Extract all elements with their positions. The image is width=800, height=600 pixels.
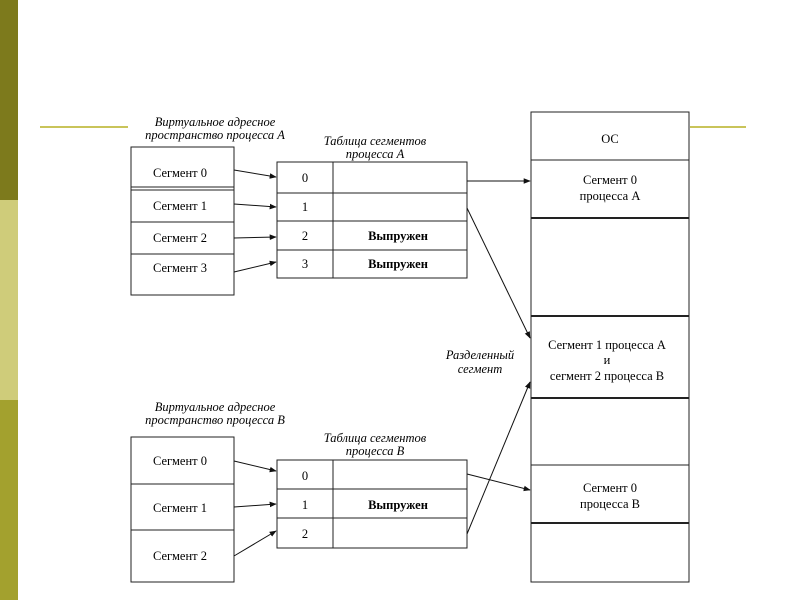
physical-memory xyxy=(530,111,690,583)
memory-shared-line1: Сегмент 1 процесса А xyxy=(548,338,666,352)
arrow-b-row0-to-memory xyxy=(466,473,531,492)
decor-stripe-top xyxy=(0,0,18,200)
table-a-status-2: Выпружен xyxy=(368,229,428,243)
decor-line-left xyxy=(40,126,128,128)
table-a-index-3: 3 xyxy=(302,257,308,271)
arrow-b-seg0 xyxy=(233,460,277,473)
table-b-index-1: 1 xyxy=(302,498,308,512)
va-b-title-line2: пространство процесса В xyxy=(145,413,285,427)
va-b-segment-2: Сегмент 2 xyxy=(153,549,207,563)
table-a xyxy=(276,161,468,279)
arrow-a-row1-to-shared xyxy=(466,207,531,339)
decor-stripe-middle xyxy=(0,200,18,400)
arrow-b-seg1 xyxy=(233,501,277,508)
arrow-b-seg2 xyxy=(233,530,277,557)
table-b xyxy=(276,459,468,549)
memory-os: ОС xyxy=(601,132,619,146)
va-a-segment-0: Сегмент 0 xyxy=(153,166,207,180)
va-b-segment-1: Сегмент 1 xyxy=(153,501,207,515)
table-b-index-2: 2 xyxy=(302,527,308,541)
va-b-segment-0: Сегмент 0 xyxy=(153,454,207,468)
table-b-status-1: Выпружен xyxy=(368,498,428,512)
table-b-title-line2: процесса В xyxy=(346,444,405,458)
memory-seg0-b-line2: процесса В xyxy=(580,497,640,511)
memory-shared-line2: и xyxy=(604,353,611,367)
va-b-box xyxy=(130,436,235,583)
va-b-title-line1: Виртуальное адресное xyxy=(155,400,276,414)
va-a-title-line1: Виртуальное адресное xyxy=(155,115,276,129)
table-a-title-line2: процесса А xyxy=(346,147,405,161)
va-a-segment-3: Сегмент 3 xyxy=(153,261,207,275)
arrow-a-seg2 xyxy=(233,234,277,240)
va-a-box xyxy=(130,146,235,296)
table-b-title-line1: Таблица сегментов xyxy=(324,431,427,445)
arrow-b-row2-to-shared xyxy=(466,381,531,535)
memory-shared-line3: сегмент 2 процесса В xyxy=(550,369,664,383)
shared-label-line1: Разделенный xyxy=(445,348,515,362)
va-a-segment-2: Сегмент 2 xyxy=(153,231,207,245)
memory-seg0-b-line1: Сегмент 0 xyxy=(583,481,637,495)
table-a-index-0: 0 xyxy=(302,171,308,185)
va-a-title-line2: пространство процесса А xyxy=(145,128,285,142)
table-a-index-2: 2 xyxy=(302,229,308,243)
decor-line-right xyxy=(690,126,746,128)
arrow-a-seg3 xyxy=(233,260,277,273)
va-a-segment-1: Сегмент 1 xyxy=(153,199,207,213)
decor-stripe-bottom xyxy=(0,400,18,600)
arrow-a-seg0 xyxy=(233,169,277,179)
table-b-index-0: 0 xyxy=(302,469,308,483)
memory-seg0-a-line1: Сегмент 0 xyxy=(583,173,637,187)
table-a-status-3: Выпружен xyxy=(368,257,428,271)
arrow-a-seg1 xyxy=(233,203,277,210)
table-a-index-1: 1 xyxy=(302,200,308,214)
table-a-title-line1: Таблица сегментов xyxy=(324,134,427,148)
shared-label-line2: сегмент xyxy=(458,362,503,376)
memory-seg0-a-line2: процесса А xyxy=(580,189,641,203)
